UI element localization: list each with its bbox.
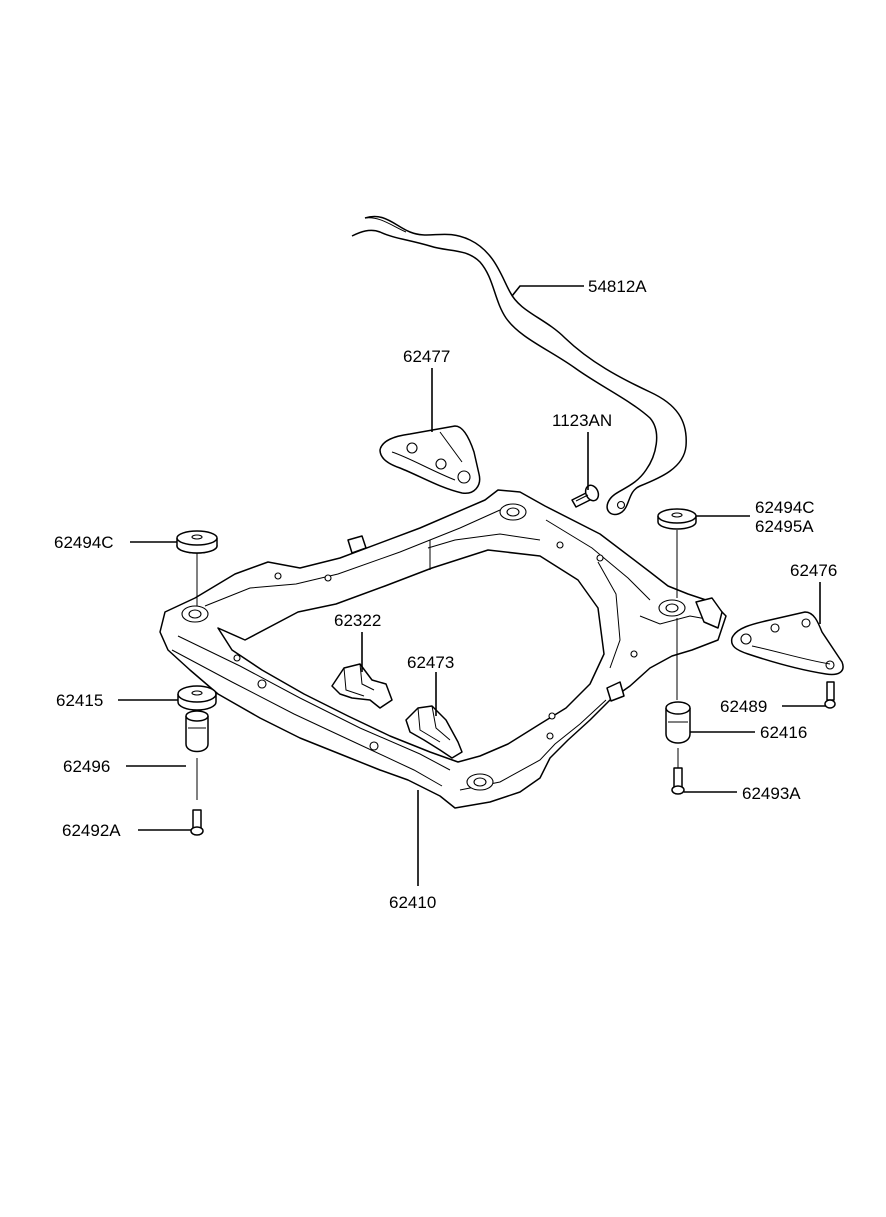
label-62496: 62496 [63, 757, 110, 776]
callout-labels: 54812A 62477 1123AN 62494C 62494C 62495A… [54, 277, 837, 912]
stopper [331, 663, 393, 709]
bracket-left [379, 425, 481, 494]
crossmember [159, 489, 727, 809]
label-62495A: 62495A [755, 517, 814, 536]
left-mount-stack [176, 530, 218, 836]
label-62415: 62415 [56, 691, 103, 710]
label-62476: 62476 [790, 561, 837, 580]
leader-lines [118, 285, 826, 886]
label-62477: 62477 [403, 347, 450, 366]
label-62410: 62410 [389, 893, 436, 912]
bracket-right [730, 611, 844, 676]
label-54812A: 54812A [588, 277, 647, 296]
right-mount-stack [657, 508, 836, 795]
label-62494C-left: 62494C [54, 533, 114, 552]
label-62493A: 62493A [742, 784, 801, 803]
label-62322: 62322 [334, 611, 381, 630]
bracket-mid [405, 705, 463, 759]
label-62473: 62473 [407, 653, 454, 672]
label-62492A: 62492A [62, 821, 121, 840]
bolt-top [571, 484, 600, 508]
label-62489: 62489 [720, 697, 767, 716]
label-62494C-right: 62494C [755, 498, 815, 517]
label-62416: 62416 [760, 723, 807, 742]
label-1123AN: 1123AN [552, 411, 612, 430]
stabilizer-bar [351, 215, 687, 516]
